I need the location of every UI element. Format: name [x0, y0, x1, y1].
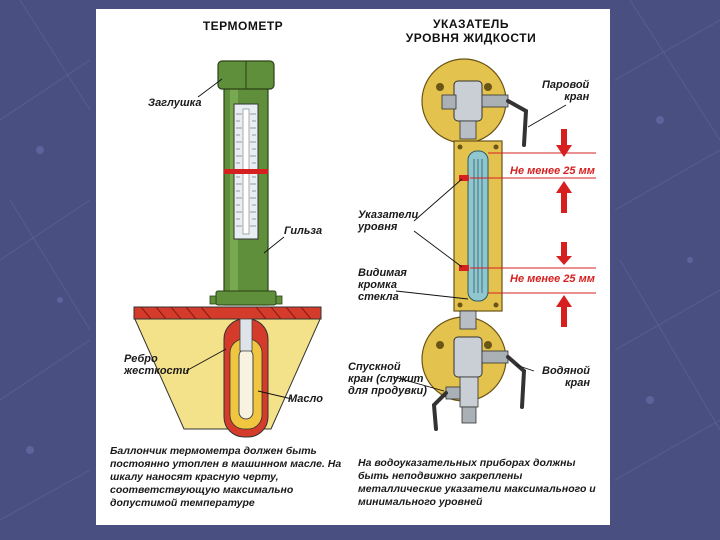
- steam-valve-handle: [506, 99, 529, 147]
- level-gauge-title: УКАЗАТЕЛЬ УРОВНЯ ЖИДКОСТИ: [405, 17, 537, 45]
- diagram-sheet: ТЕРМОМЕТР УКАЗАТЕЛЬ УРОВНЯ ЖИДКОСТИ Загл…: [96, 9, 610, 525]
- drain-valve-body: [459, 376, 479, 408]
- thermometer-title: ТЕРМОМЕТР: [202, 19, 284, 33]
- steam-valve-body: [453, 80, 483, 122]
- label-sleeve: Гильза: [284, 225, 323, 237]
- label-water-valve: Водяной кран: [542, 365, 591, 389]
- label-rib: Ребро жесткости: [124, 353, 190, 377]
- label-steam-valve: Паровой кран: [542, 79, 590, 103]
- mounting-plate: [133, 306, 322, 320]
- label-glass-edge: Видимая кромка стекла: [358, 267, 407, 303]
- min-distance-top: Не менее 25 мм: [510, 165, 595, 177]
- label-plug: Заглушка: [148, 97, 202, 109]
- min-distance-bottom: Не менее 25 мм: [510, 273, 595, 285]
- arrow-icon: [556, 129, 572, 327]
- diagram-drawing: [133, 58, 596, 438]
- label-level-marks: Указатели уровня: [358, 209, 419, 233]
- label-oil: Масло: [288, 393, 323, 405]
- water-valve-handle: [506, 355, 527, 409]
- red-limit-mark: [224, 169, 268, 174]
- thermometer-caption: Баллончик термометра должен быть постоян…: [110, 445, 342, 509]
- thermometer-bulb: [238, 348, 254, 420]
- level-gauge-caption: На водоуказательных приборах должны быть…: [358, 457, 596, 508]
- drain-valve-handle: [431, 391, 448, 431]
- min-level-marker: [459, 265, 469, 271]
- label-drain-valve: Спускной кран (служит для продувки): [348, 361, 427, 397]
- max-level-marker: [459, 175, 469, 181]
- water-valve-body: [453, 336, 483, 378]
